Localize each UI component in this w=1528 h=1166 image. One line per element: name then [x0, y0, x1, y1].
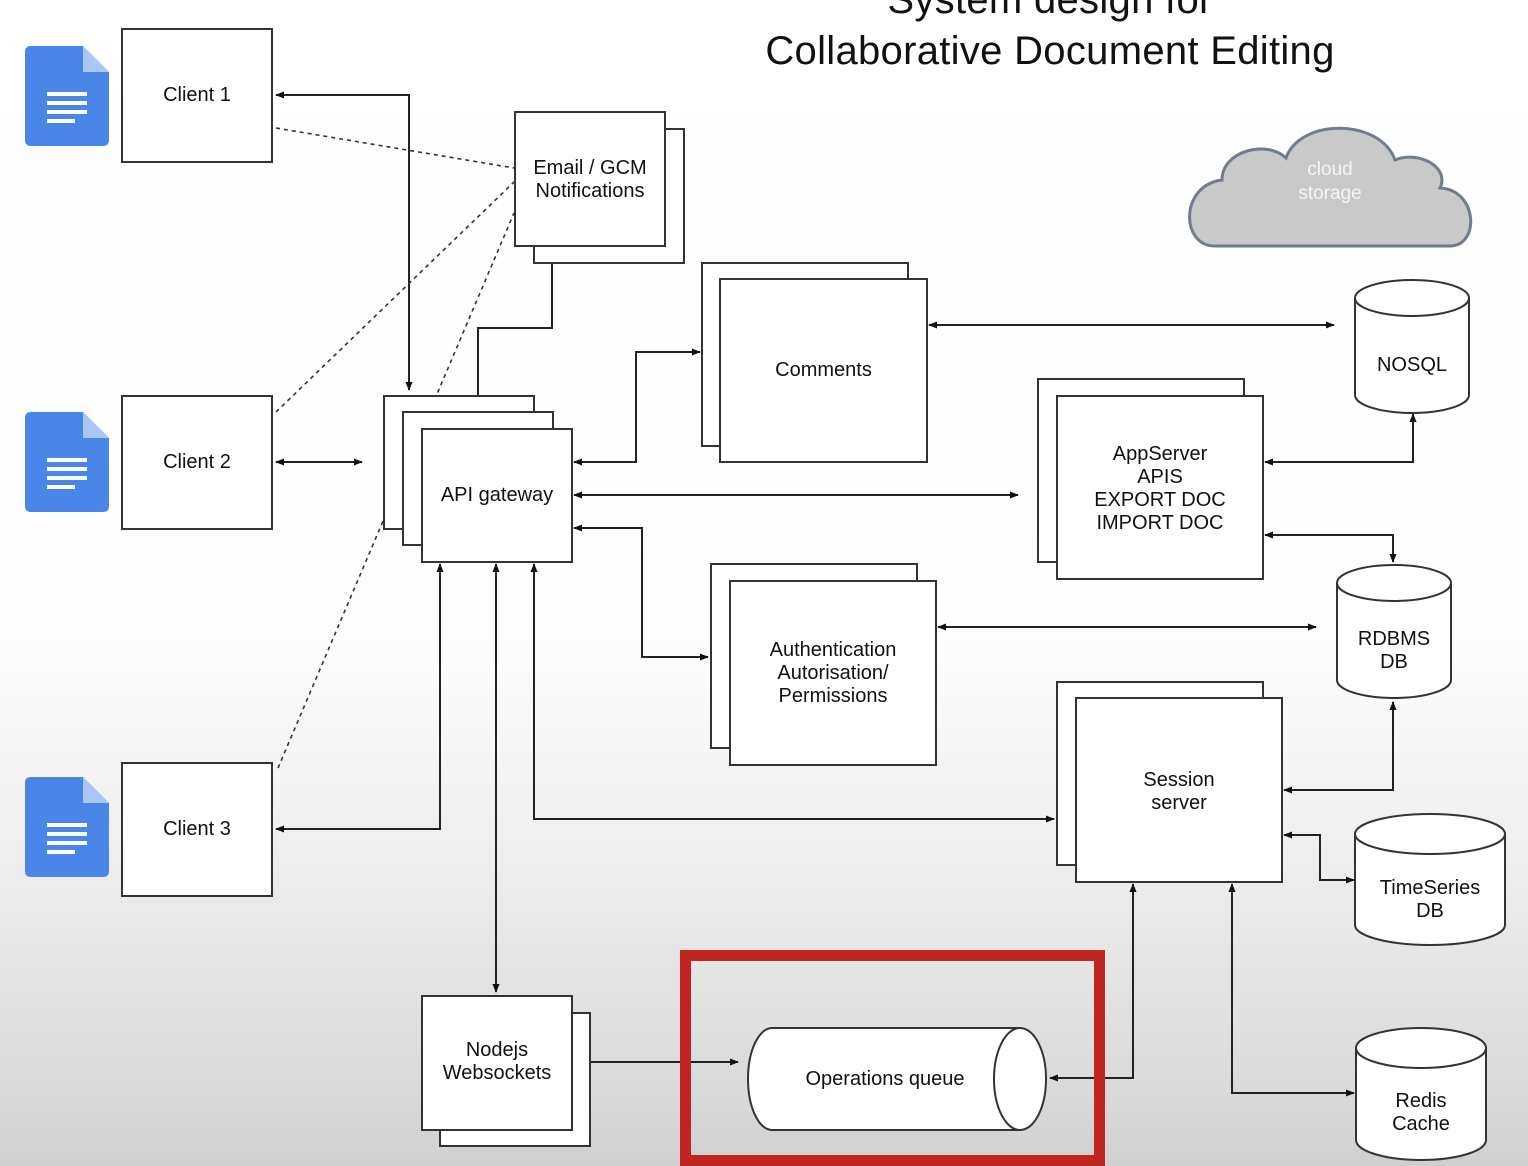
nodejs-websockets-box: Nodejs Websockets	[421, 995, 573, 1131]
notifications-box: Email / GCM Notifications	[514, 111, 666, 247]
edge-session-redis	[1228, 883, 1355, 1097]
operations-queue-highlight	[680, 950, 1105, 1166]
client1-doc-icon	[25, 46, 109, 146]
nosql-label: NOSQL	[1376, 354, 1448, 376]
auth-box: Authentication Autorisation/ Permissions	[729, 580, 937, 766]
comments-label: Comments	[775, 359, 872, 381]
rdbms-database-icon	[1336, 564, 1452, 699]
notifications-label: Email / GCM Notifications	[533, 157, 647, 202]
redis-cache-icon	[1355, 1027, 1487, 1161]
session-server-box: Session server	[1075, 697, 1283, 883]
comments-box: Comments	[719, 278, 928, 463]
edge-queue-session	[1049, 883, 1137, 1082]
edge-appserver-nosql	[1264, 413, 1417, 466]
session-server-label: Session server	[1143, 769, 1215, 814]
client1-label: Client 1	[163, 84, 231, 106]
nodejs-websockets-label: Nodejs Websockets	[442, 1039, 552, 1084]
diagram-title-line-1: System design for	[887, 0, 1213, 22]
edge-gateway-comments	[573, 348, 701, 466]
operations-queue-icon	[747, 1027, 1047, 1131]
diagram-title-line-2: Collaborative Document Editing	[765, 29, 1335, 73]
appserver-box: AppServer APIS EXPORT DOC IMPORT DOC	[1056, 395, 1264, 580]
api-gateway-label: API gateway	[440, 484, 554, 506]
edge-gateway-session	[530, 563, 1055, 823]
cloud-storage-label: cloud storage	[1298, 159, 1362, 204]
client3-label: Client 3	[163, 818, 231, 840]
rdbms-label: RDBMS DB	[1357, 628, 1431, 673]
client3-doc-icon	[25, 777, 109, 877]
client2-label: Client 2	[163, 451, 231, 473]
auth-label: Authentication Autorisation/ Permissions	[769, 638, 897, 707]
client3-box: Client 3	[121, 762, 273, 897]
cloud-icon	[1188, 126, 1473, 248]
nosql-database-icon	[1354, 279, 1470, 414]
operations-queue-label: Operations queue	[805, 1068, 965, 1090]
edge-gateway-auth	[573, 524, 709, 661]
edge-session-timeseries	[1283, 831, 1355, 884]
dotted-notifications-client2	[275, 181, 515, 413]
edge-gateway-notifications	[474, 246, 556, 411]
edge-client3-gateway	[275, 563, 444, 833]
client2-doc-icon	[25, 412, 109, 512]
timeseries-database-icon	[1354, 813, 1506, 946]
client2-box: Client 2	[121, 395, 273, 530]
appserver-label: AppServer APIS EXPORT DOC IMPORT DOC	[1094, 443, 1226, 534]
redis-label: Redis Cache	[1392, 1090, 1450, 1135]
timeseries-label: TimeSeries DB	[1379, 877, 1481, 922]
edge-client1-gateway	[275, 91, 413, 391]
edge-appserver-rdbms	[1264, 531, 1397, 563]
api-gateway-box: API gateway	[421, 428, 573, 563]
dotted-notifications-client1	[275, 127, 515, 169]
client1-box: Client 1	[121, 28, 273, 163]
edge-session-rdbms	[1283, 701, 1397, 794]
